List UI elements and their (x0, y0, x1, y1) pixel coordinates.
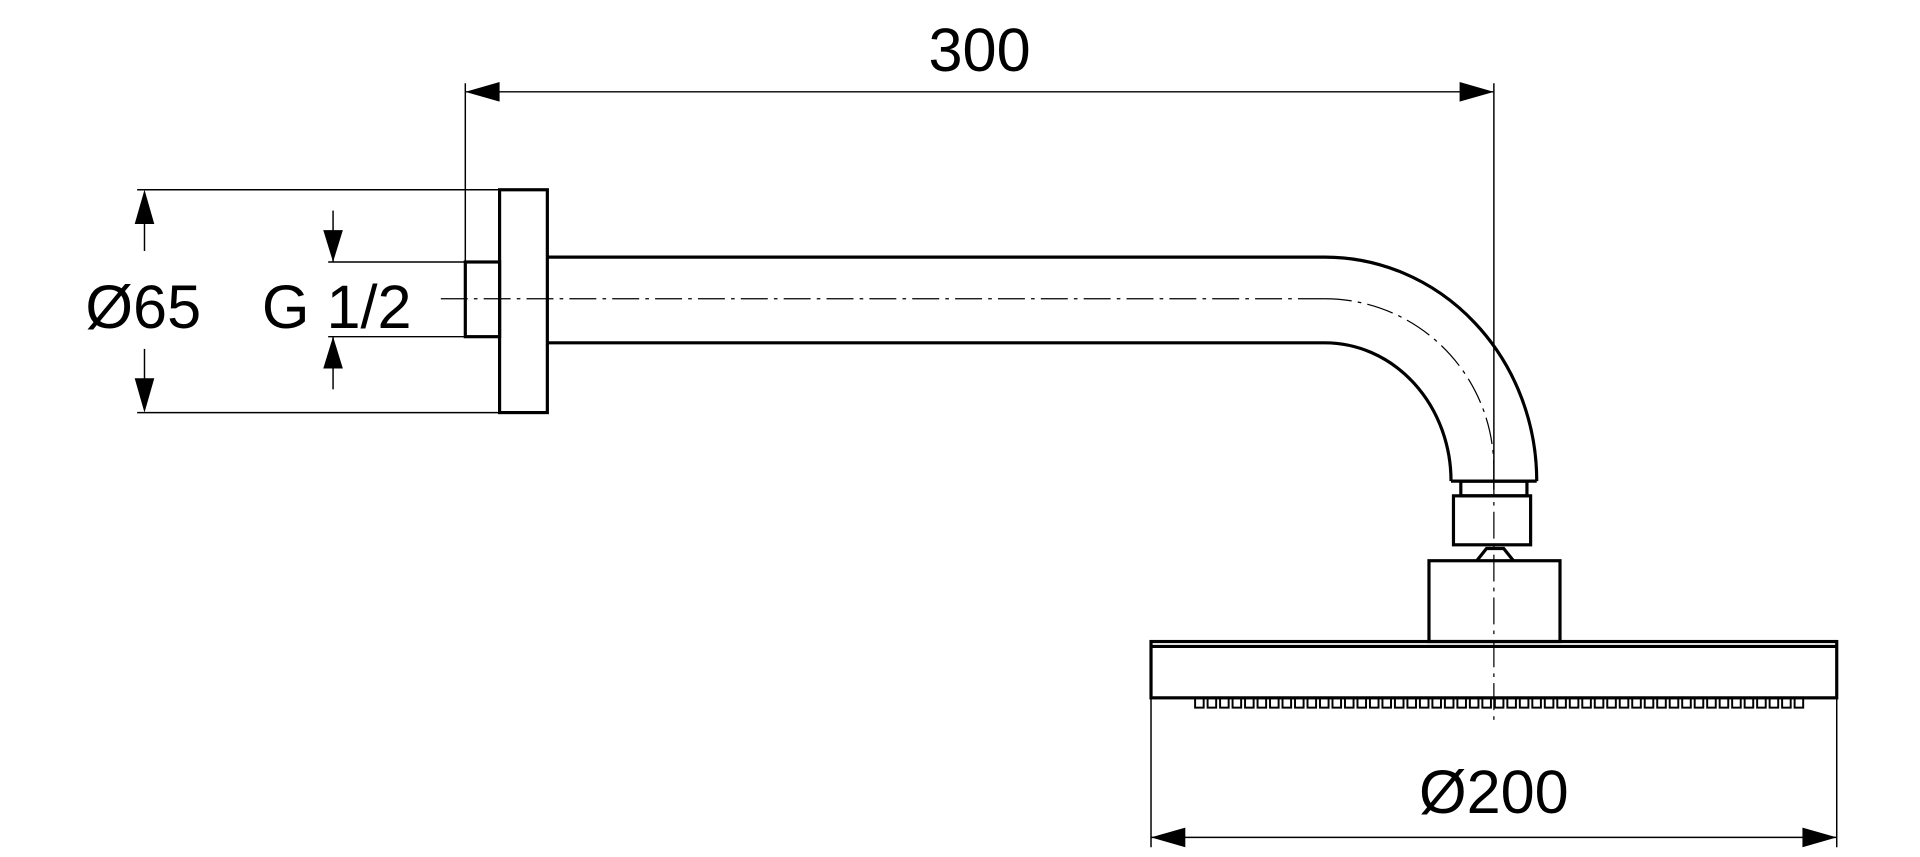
arm-length-dimension: 300 (464, 16, 1495, 490)
flange-diameter-label: Ø65 (85, 273, 201, 341)
head-diameter-dimension: Ø200 (1150, 697, 1838, 848)
nozzle (1269, 696, 1280, 709)
nozzle (1481, 696, 1492, 709)
nozzle (1206, 696, 1218, 709)
nozzle (1194, 696, 1205, 709)
nozzle (1731, 696, 1742, 709)
nozzle (1406, 696, 1417, 709)
nozzle (1431, 696, 1442, 709)
nozzle (1793, 696, 1805, 709)
nozzle (1781, 696, 1792, 709)
nozzle (1344, 696, 1355, 709)
nozzle (1543, 696, 1555, 709)
thread-label: G 1/2 (262, 273, 412, 341)
shower-head (1149, 559, 1839, 709)
nozzle (1568, 696, 1580, 709)
nozzle (1319, 696, 1330, 709)
nozzle (1418, 696, 1430, 709)
spray-nozzles (1194, 696, 1805, 709)
nozzle (1518, 696, 1530, 709)
nozzle (1493, 696, 1505, 709)
nozzle (1768, 696, 1780, 709)
nozzle (1331, 696, 1343, 709)
nozzle (1281, 696, 1293, 709)
nozzle (1531, 696, 1542, 709)
nozzle (1393, 696, 1405, 709)
nozzle (1356, 696, 1368, 709)
nozzle (1593, 696, 1605, 709)
nozzle (1294, 696, 1305, 709)
nozzle (1706, 696, 1717, 709)
nozzle (1681, 696, 1692, 709)
shower-arm (547, 255, 1539, 483)
nozzle (1556, 696, 1567, 709)
flange-diameter-dimension: Ø65 (85, 189, 500, 414)
nozzle (1244, 696, 1255, 709)
wall-flange (463, 188, 549, 415)
ball-joint-nut (1451, 479, 1533, 562)
nozzle (1219, 696, 1230, 709)
nozzle (1306, 696, 1318, 709)
nozzle (1231, 696, 1243, 709)
nozzle (1381, 696, 1392, 709)
nozzle (1368, 696, 1380, 709)
nozzle (1693, 696, 1705, 709)
nozzle (1718, 696, 1730, 709)
nozzle (1606, 696, 1617, 709)
nozzle (1743, 696, 1755, 709)
nozzle (1631, 696, 1642, 709)
nozzle (1506, 696, 1517, 709)
nozzle (1643, 696, 1655, 709)
nozzle (1656, 696, 1667, 709)
nozzle (1668, 696, 1680, 709)
head-diameter-label: Ø200 (1419, 758, 1569, 826)
nozzle (1756, 696, 1767, 709)
arm-length-label: 300 (929, 16, 1031, 84)
nozzle (1581, 696, 1592, 709)
nozzle (1468, 696, 1480, 709)
nozzle (1256, 696, 1268, 709)
nozzle (1618, 696, 1630, 709)
nozzle (1456, 696, 1467, 709)
nozzle (1443, 696, 1455, 709)
